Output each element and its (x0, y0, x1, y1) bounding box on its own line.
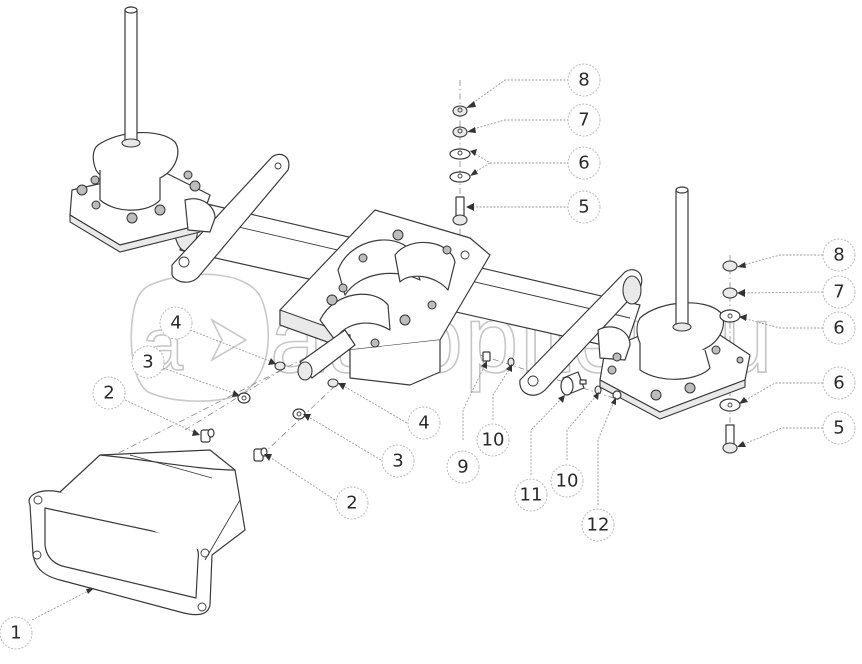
housing-cover-part (28, 449, 246, 616)
svg-text:6: 6 (833, 373, 844, 394)
callouts: 8 7 6 5 8 7 6 6 5 4 3 2 4 3 2 1 9 10 11 … (0, 63, 856, 650)
nut-right-8 (722, 260, 738, 272)
svg-text:7: 7 (833, 282, 844, 303)
callout-6-right-upper: 6 (822, 311, 856, 345)
callout-2-left: 2 (92, 376, 126, 410)
callout-3-right: 3 (381, 444, 415, 478)
washer-left-3 (237, 392, 251, 404)
svg-text:6: 6 (833, 318, 844, 339)
svg-text:11: 11 (520, 485, 543, 506)
callout-6-top: 6 (567, 146, 601, 180)
svg-text:9: 9 (457, 457, 468, 478)
svg-text:8: 8 (578, 70, 589, 91)
right-gearbox (597, 186, 751, 420)
washer-right-3 (292, 408, 306, 420)
callout-7-right: 7 (822, 275, 856, 309)
callout-12: 12 (581, 508, 615, 542)
callout-4-right: 4 (407, 406, 441, 440)
svg-text:3: 3 (392, 451, 403, 472)
svg-text:12: 12 (587, 515, 610, 536)
spring-washer-10a (507, 357, 515, 367)
svg-text:4: 4 (418, 413, 429, 434)
svg-text:1: 1 (10, 623, 21, 644)
callout-9: 9 (446, 450, 480, 484)
nut-left-4 (274, 361, 286, 371)
callout-10-b: 10 (550, 464, 584, 498)
left-gearbox-bolts (76, 170, 201, 224)
svg-text:2: 2 (103, 383, 114, 404)
nut-right-4 (327, 378, 339, 388)
leader-lines (31, 79, 824, 621)
lock-nut-top-7 (452, 126, 468, 138)
center-housing (279, 209, 491, 386)
callout-5-right: 5 (822, 411, 856, 445)
lock-nut-right-7 (722, 287, 738, 299)
svg-text:10: 10 (482, 430, 505, 451)
svg-text:5: 5 (833, 418, 844, 439)
callout-4-left: 4 (159, 306, 193, 340)
svg-text:10: 10 (556, 471, 579, 492)
callout-6-right-lower: 6 (822, 366, 856, 400)
bolt-left-2 (200, 428, 215, 443)
screw-9 (482, 351, 491, 362)
svg-text:7: 7 (578, 110, 589, 131)
left-bracket (171, 153, 290, 283)
svg-text:5: 5 (578, 197, 589, 218)
right-gearbox-bolts (607, 345, 744, 401)
left-gearbox (69, 6, 216, 253)
callout-5-top: 5 (567, 190, 601, 224)
callout-3-left: 3 (131, 345, 165, 379)
svg-text:2: 2 (346, 493, 357, 514)
watermark-logo-badge (130, 273, 269, 402)
svg-text:4: 4 (170, 313, 181, 334)
rubber-buffer-11 (560, 371, 587, 396)
nut-top-8 (452, 105, 468, 117)
nut-small-12 (612, 390, 622, 400)
right-bracket (519, 269, 643, 396)
svg-text:6: 6 (578, 153, 589, 174)
bolt-right-2 (253, 447, 268, 462)
callout-2-right: 2 (335, 486, 369, 520)
svg-text:3: 3 (142, 352, 153, 373)
washer-right-lower-6 (719, 398, 741, 412)
callout-8-top: 8 (567, 63, 601, 97)
callout-1: 1 (0, 616, 33, 650)
washer-top-6b (449, 171, 471, 183)
fasteners (200, 105, 741, 462)
callout-7-top: 7 (567, 103, 601, 137)
callout-11: 11 (514, 478, 548, 512)
callout-8-right: 8 (822, 238, 856, 272)
svg-text:8: 8 (833, 245, 844, 266)
center-housing-bolts (326, 229, 452, 348)
bolt-top-5 (452, 196, 468, 226)
bolt-right-lower-5 (722, 424, 738, 454)
watermark-chevron (210, 317, 248, 363)
washer-right-6 (719, 309, 741, 323)
washer-top-6a (449, 148, 471, 160)
callout-10-a: 10 (476, 423, 510, 457)
